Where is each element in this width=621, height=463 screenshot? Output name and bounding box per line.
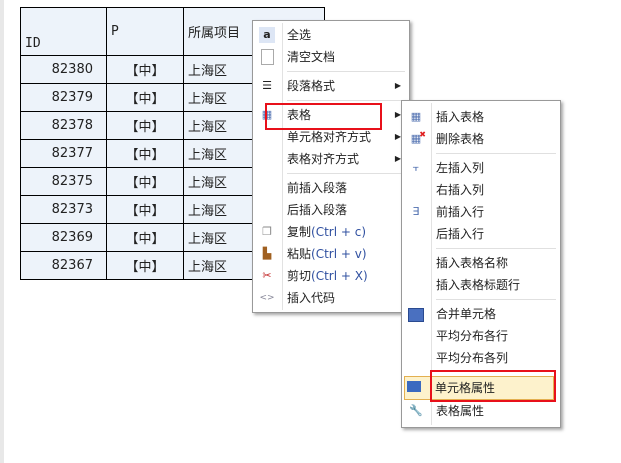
menu-cut[interactable]: ✂剪切(Ctrl + X)	[253, 265, 409, 287]
submenu-arrow-icon: ▶	[394, 110, 401, 119]
menu-paste[interactable]: ▙粘贴(Ctrl + v)	[253, 243, 409, 265]
table-properties-icon: 🔧	[409, 404, 423, 417]
separator	[287, 71, 405, 72]
table-icon: ▦	[261, 108, 273, 121]
menu-insert-paragraph-before[interactable]: 前插入段落	[287, 181, 348, 195]
table-row: 82380【中】上海区	[20, 55, 325, 84]
submenu-arrow-icon: ▶	[394, 81, 401, 90]
cell-id[interactable]: 82367	[20, 251, 107, 280]
cell-p[interactable]: 【中】	[106, 167, 184, 196]
select-all-icon: a	[259, 27, 275, 43]
separator	[436, 299, 556, 300]
submenu-delete-table[interactable]: ▦✖删除表格	[402, 128, 560, 150]
insert-row-icon: ∃	[412, 205, 420, 218]
cell-p[interactable]: 【中】	[106, 83, 184, 112]
cell-properties-icon	[407, 381, 421, 392]
menu-insert-code[interactable]: <>插入代码	[259, 291, 336, 305]
cell-p[interactable]: 【中】	[106, 251, 184, 280]
cell-p[interactable]: 【中】	[106, 195, 184, 224]
insert-column-icon: ⫟	[412, 161, 420, 174]
cell-p[interactable]: 【中】	[106, 223, 184, 252]
delete-table-icon: ▦✖	[410, 130, 426, 145]
separator	[287, 100, 405, 101]
menu-paragraph-format[interactable]: ☰段落格式▶	[253, 75, 409, 97]
cell-id[interactable]: 82378	[20, 111, 107, 140]
submenu-insert-table-title-row[interactable]: 插入表格标题行	[436, 278, 521, 292]
menu-clear-document[interactable]: 清空文档	[253, 46, 409, 68]
submenu-insert-column-right[interactable]: 右插入列	[436, 183, 485, 197]
separator	[436, 153, 556, 154]
menu-cell-alignment[interactable]: 单元格对齐方式▶	[253, 126, 409, 148]
separator	[436, 248, 556, 249]
header-p[interactable]: P	[106, 7, 184, 56]
cell-id[interactable]: 82369	[20, 223, 107, 252]
cell-p[interactable]: 【中】	[106, 139, 184, 168]
submenu-distribute-rows[interactable]: 平均分布各行	[436, 329, 509, 343]
cell-id[interactable]: 82379	[20, 83, 107, 112]
cell-id[interactable]: 82377	[20, 139, 107, 168]
cell-p[interactable]: 【中】	[106, 111, 184, 140]
submenu-distribute-columns[interactable]: 平均分布各列	[436, 351, 509, 365]
submenu-table-properties[interactable]: 🔧表格属性	[409, 404, 485, 418]
highlight-box-table	[265, 103, 382, 130]
cell-id[interactable]: 82375	[20, 167, 107, 196]
blank-document-icon	[261, 49, 274, 65]
copy-icon: ❐	[262, 225, 272, 238]
header-id[interactable]: ID	[20, 7, 107, 56]
cell-id[interactable]: 82380	[20, 55, 107, 84]
submenu-insert-row-before[interactable]: ∃前插入行	[402, 201, 560, 223]
menu-table-alignment[interactable]: 表格对齐方式▶	[253, 148, 409, 170]
submenu-insert-row-after[interactable]: 后插入行	[436, 227, 485, 241]
cell-id[interactable]: 82373	[20, 195, 107, 224]
table-icon: ▦	[410, 110, 422, 123]
menu-table[interactable]: ▦表格▶	[253, 104, 409, 126]
highlight-box-cell-properties	[430, 370, 556, 402]
submenu-insert-table-name[interactable]: 插入表格名称	[436, 256, 509, 270]
menu-copy[interactable]: ❐复制(Ctrl + c)	[253, 221, 409, 243]
menu-insert-paragraph-after[interactable]: 后插入段落	[287, 203, 348, 217]
merge-cells-icon	[408, 308, 424, 322]
submenu-arrow-icon: ▶	[394, 154, 401, 163]
submenu-insert-table[interactable]: ▦插入表格	[402, 106, 560, 128]
submenu-insert-column-left[interactable]: ⫟左插入列	[402, 157, 560, 179]
submenu-arrow-icon: ▶	[394, 132, 401, 141]
code-icon: <>	[259, 293, 275, 303]
left-margin-bar	[0, 0, 4, 463]
submenu-merge-cells[interactable]: 合并单元格	[402, 303, 560, 325]
paste-icon: ▙	[262, 247, 272, 260]
separator	[287, 173, 405, 174]
cell-p[interactable]: 【中】	[106, 55, 184, 84]
table-submenu: ▦插入表格 ▦✖删除表格 ⫟左插入列 右插入列 ∃前插入行 后插入行 插入表格名…	[401, 100, 561, 428]
submenu-cell-properties[interactable]: 单元格属性	[404, 376, 554, 400]
scissors-icon: ✂	[262, 269, 272, 282]
paragraph-lines-icon: ☰	[262, 79, 272, 92]
